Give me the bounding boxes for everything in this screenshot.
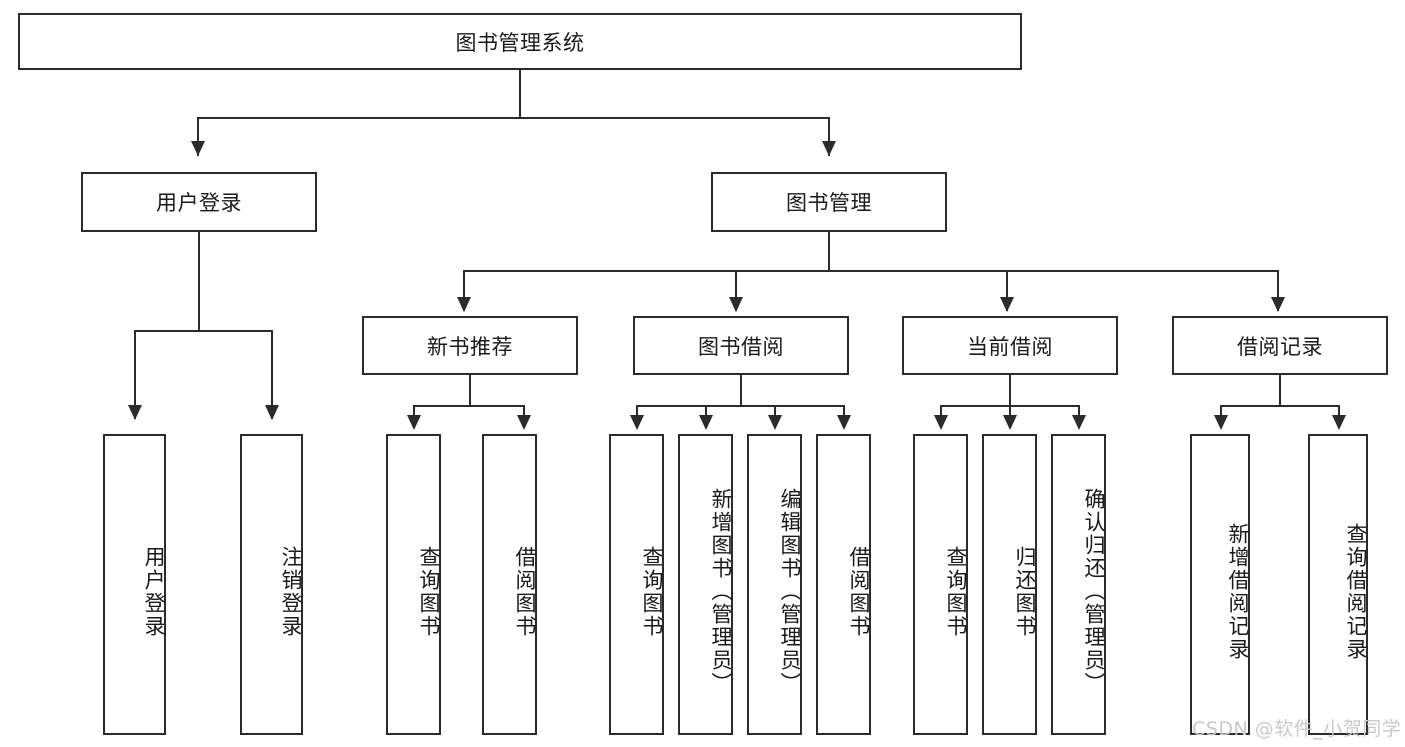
edge-book-borrow-to-leaf-1 bbox=[705, 405, 707, 419]
node-user-login-label: 用户登录 bbox=[156, 191, 242, 215]
arrow-new-book-to-leaf-1 bbox=[517, 415, 531, 430]
edge-current-borrow-to-leaf-2 bbox=[1078, 405, 1080, 419]
arrow-root-to-user-login bbox=[191, 141, 205, 156]
leaf-user-logout-label: 注销登录 bbox=[279, 545, 303, 638]
edge-book-management-stem bbox=[828, 232, 830, 271]
node-book-borrow[interactable]: 图书借阅 bbox=[633, 316, 849, 375]
edge-bm-to-new-book bbox=[463, 270, 465, 311]
node-new-book-recommend[interactable]: 新书推荐 bbox=[362, 316, 578, 375]
arrow-book-borrow-to-leaf-0 bbox=[630, 415, 644, 430]
node-borrow-record-label: 借阅记录 bbox=[1237, 334, 1323, 359]
node-book-management-label: 图书管理 bbox=[786, 191, 872, 215]
arrow-bm-to-current-borrow bbox=[1000, 297, 1014, 312]
leaf-query-book-3[interactable]: 查询图书 bbox=[913, 434, 968, 735]
arrow-bm-to-book-borrow bbox=[729, 297, 743, 312]
edge-root-to-book-management bbox=[828, 117, 830, 156]
edge-new-book-to-leaf-1 bbox=[523, 405, 525, 419]
edge-borrow-record-stem bbox=[1279, 375, 1281, 406]
edge-current-borrow-to-leaf-0 bbox=[940, 405, 942, 419]
arrow-new-book-to-leaf-0 bbox=[407, 415, 421, 430]
edge-bm-to-current-borrow bbox=[1006, 270, 1008, 311]
leaf-query-book-1[interactable]: 查询图书 bbox=[386, 434, 441, 735]
leaf-add-book-label: 新增图书（管理员） bbox=[709, 488, 733, 695]
node-new-book-recommend-label: 新书推荐 bbox=[427, 334, 513, 359]
arrow-book-borrow-to-leaf-2 bbox=[768, 415, 782, 430]
arrow-user-login-to-leaf-1 bbox=[265, 405, 279, 420]
edge-book-borrow-to-leaf-2 bbox=[774, 405, 776, 419]
arrow-current-borrow-to-leaf-0 bbox=[934, 415, 948, 430]
arrow-borrow-record-to-leaf-0 bbox=[1214, 415, 1228, 430]
leaf-user-logout[interactable]: 注销登录 bbox=[240, 434, 303, 735]
arrow-borrow-record-to-leaf-1 bbox=[1332, 415, 1346, 430]
arrow-current-borrow-to-leaf-1 bbox=[1003, 415, 1017, 430]
leaf-edit-book[interactable]: 编辑图书（管理员） bbox=[747, 434, 802, 735]
edge-user-login-to-leaf-1 bbox=[271, 330, 273, 419]
leaf-add-record-label: 新增借阅记录 bbox=[1226, 522, 1250, 661]
leaf-user-login[interactable]: 用户登录 bbox=[103, 434, 166, 735]
edge-new-book-to-leaf-0 bbox=[413, 405, 415, 419]
edge-root-bus bbox=[198, 117, 830, 119]
edge-root-to-user-login bbox=[197, 117, 199, 156]
edge-book-management-bus bbox=[464, 270, 1279, 272]
edge-user-login-stem bbox=[198, 232, 200, 331]
arrow-current-borrow-to-leaf-2 bbox=[1072, 415, 1086, 430]
arrow-bm-to-new-book bbox=[457, 297, 471, 312]
leaf-return-book[interactable]: 归还图书 bbox=[982, 434, 1037, 735]
leaf-borrow-book-2[interactable]: 借阅图书 bbox=[816, 434, 871, 735]
node-current-borrow[interactable]: 当前借阅 bbox=[902, 316, 1118, 375]
edge-bm-to-borrow-record bbox=[1277, 270, 1279, 311]
leaf-return-book-label: 归还图书 bbox=[1013, 545, 1037, 638]
leaf-query-book-3-label: 查询图书 bbox=[944, 545, 968, 638]
arrow-book-borrow-to-leaf-1 bbox=[699, 415, 713, 430]
arrow-book-borrow-to-leaf-3 bbox=[837, 415, 851, 430]
edge-book-borrow-to-leaf-3 bbox=[843, 405, 845, 419]
csdn-watermark: CSDN @软件_小贺同学 bbox=[1192, 718, 1402, 740]
leaf-add-book[interactable]: 新增图书（管理员） bbox=[678, 434, 733, 735]
leaf-borrow-book-2-label: 借阅图书 bbox=[847, 545, 871, 638]
edge-root-stem bbox=[519, 70, 521, 118]
leaf-query-record-label: 查询借阅记录 bbox=[1344, 522, 1368, 661]
leaf-query-book-2-label: 查询图书 bbox=[640, 545, 664, 638]
node-borrow-record[interactable]: 借阅记录 bbox=[1172, 316, 1388, 375]
edge-user-login-to-leaf-0 bbox=[134, 330, 136, 419]
arrow-bm-to-borrow-record bbox=[1271, 297, 1285, 312]
edge-bm-to-book-borrow bbox=[735, 270, 737, 311]
node-root-label: 图书管理系统 bbox=[455, 30, 585, 55]
edge-borrow-record-bus bbox=[1221, 405, 1339, 407]
leaf-query-book-2[interactable]: 查询图书 bbox=[609, 434, 664, 735]
leaf-user-login-label: 用户登录 bbox=[142, 545, 166, 638]
node-user-login[interactable]: 用户登录 bbox=[81, 172, 317, 232]
edge-book-borrow-to-leaf-0 bbox=[636, 405, 638, 419]
arrow-user-login-to-leaf-0 bbox=[128, 405, 142, 420]
edge-current-borrow-to-leaf-1 bbox=[1009, 405, 1011, 419]
leaf-confirm-return[interactable]: 确认归还（管理员） bbox=[1051, 434, 1106, 735]
edge-borrow-record-to-leaf-0 bbox=[1220, 405, 1222, 419]
edge-current-borrow-stem bbox=[1009, 375, 1011, 406]
leaf-query-book-1-label: 查询图书 bbox=[417, 545, 441, 638]
node-book-management[interactable]: 图书管理 bbox=[711, 172, 947, 232]
edge-book-borrow-stem bbox=[740, 375, 742, 406]
node-current-borrow-label: 当前借阅 bbox=[967, 334, 1053, 359]
edge-borrow-record-to-leaf-1 bbox=[1338, 405, 1340, 419]
node-book-borrow-label: 图书借阅 bbox=[698, 334, 784, 359]
edge-user-login-bus bbox=[135, 330, 272, 332]
edge-book-borrow-bus bbox=[637, 405, 844, 407]
leaf-borrow-book-1[interactable]: 借阅图书 bbox=[482, 434, 537, 735]
leaf-borrow-book-1-label: 借阅图书 bbox=[513, 545, 537, 638]
edge-new-book-stem bbox=[469, 375, 471, 406]
node-root[interactable]: 图书管理系统 bbox=[18, 13, 1022, 70]
leaf-add-record[interactable]: 新增借阅记录 bbox=[1190, 434, 1250, 735]
arrow-root-to-book-management bbox=[822, 141, 836, 156]
leaf-query-record[interactable]: 查询借阅记录 bbox=[1308, 434, 1368, 735]
leaf-confirm-return-label: 确认归还（管理员） bbox=[1082, 488, 1106, 695]
edge-new-book-bus bbox=[414, 405, 524, 407]
leaf-edit-book-label: 编辑图书（管理员） bbox=[778, 488, 802, 695]
